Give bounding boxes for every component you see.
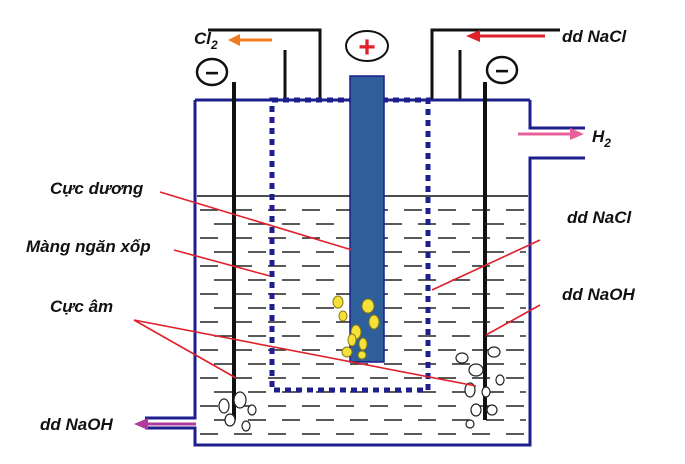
nacl-solution-label: dd NaCl bbox=[567, 208, 633, 227]
anode-terminal: + bbox=[345, 30, 389, 64]
hydrogen-bubble bbox=[465, 419, 475, 429]
cl2-label: Cl2 bbox=[194, 29, 218, 52]
hydrogen-bubble bbox=[468, 363, 484, 377]
plus-sign: + bbox=[358, 31, 376, 64]
chlorine-bubble bbox=[341, 346, 353, 358]
chlorine-bubble bbox=[361, 298, 375, 314]
hydrogen-bubble bbox=[486, 404, 498, 416]
cl2-outlet-arrow bbox=[228, 34, 272, 46]
nacl-inlet-arrow bbox=[466, 30, 545, 42]
minus-sign-right: − bbox=[495, 58, 509, 85]
naoh-outlet-label: dd NaOH bbox=[40, 415, 113, 434]
hydrogen-bubble bbox=[495, 374, 505, 386]
naoh-solution-label: dd NaOH bbox=[562, 285, 635, 304]
hydrogen-bubble bbox=[241, 420, 251, 432]
hydrogen-bubble bbox=[233, 391, 247, 409]
leader-lines bbox=[133, 191, 541, 387]
hydrogen-bubble bbox=[470, 403, 482, 417]
chlorine-bubble bbox=[368, 314, 380, 330]
hydrogen-bubble bbox=[481, 386, 491, 398]
nacl-inlet-label: dd NaCl bbox=[562, 27, 628, 46]
h2-label: H2 bbox=[592, 127, 611, 150]
hydrogen-bubble bbox=[487, 346, 501, 358]
minus-sign-left: − bbox=[205, 60, 219, 87]
hydrogen-bubble bbox=[455, 352, 469, 364]
vessel-outline bbox=[145, 100, 585, 447]
cathode-left-terminal: − bbox=[195, 57, 229, 87]
anode-label: Cực dương bbox=[50, 179, 144, 198]
hydrogen-bubble bbox=[218, 398, 230, 414]
chlorine-bubbles bbox=[332, 295, 380, 360]
chlorine-bubble bbox=[332, 295, 344, 309]
hydrogen-bubble bbox=[224, 413, 236, 427]
chlorine-bubble bbox=[358, 337, 368, 351]
cover-right-segment bbox=[432, 50, 462, 102]
naoh-outlet-arrow bbox=[134, 418, 196, 430]
chlorine-bubble bbox=[338, 310, 348, 322]
h2-outlet-arrow bbox=[518, 128, 584, 140]
chlorine-bubble bbox=[357, 350, 367, 360]
chlorine-bubble bbox=[347, 333, 357, 347]
cathode-right-terminal: − bbox=[485, 55, 519, 85]
hydrogen-bubble bbox=[464, 382, 476, 398]
membrane-label: Màng ngăn xốp bbox=[26, 237, 151, 256]
anode-electrode bbox=[349, 75, 385, 363]
cathode-label: Cực âm bbox=[50, 297, 113, 316]
hydrogen-bubbles bbox=[218, 346, 505, 432]
hydrogen-bubble bbox=[247, 404, 257, 416]
